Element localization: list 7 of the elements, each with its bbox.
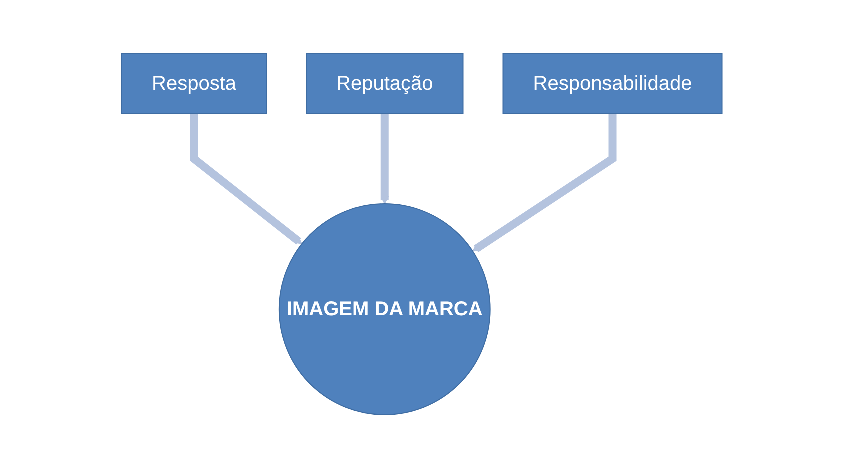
arrow (380, 114, 390, 204)
arrow (472, 114, 617, 252)
node-box: Responsabilidade (502, 53, 723, 114)
node-box: Resposta (121, 53, 267, 114)
node-circle: IMAGEM DA MARCA (278, 203, 491, 415)
node-box: Reputação (306, 53, 464, 114)
arrow (190, 114, 302, 244)
